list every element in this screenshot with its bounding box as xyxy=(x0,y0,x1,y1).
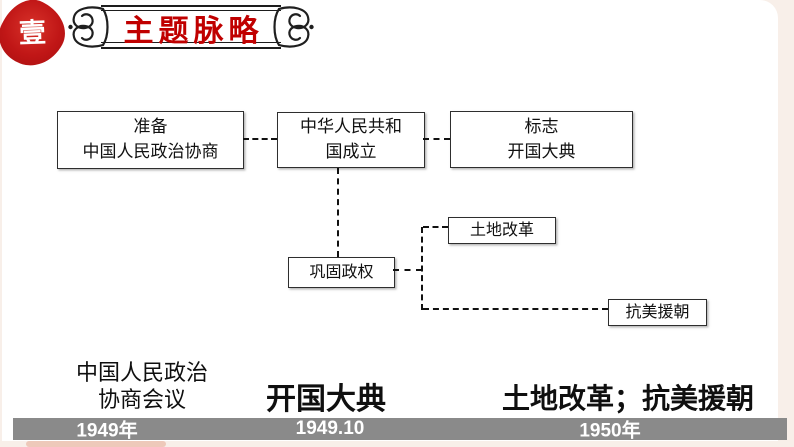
diagram-box-land-reform: 土地改革 xyxy=(448,217,556,244)
banner-line xyxy=(101,42,281,43)
slide-card xyxy=(2,0,778,441)
connector-founding-symbol xyxy=(423,138,450,140)
box-line: 中华人民共和 xyxy=(300,117,402,137)
banner-line xyxy=(101,47,281,49)
background-accent xyxy=(26,441,166,447)
scroll-ornament-right-icon xyxy=(273,6,314,48)
timeline-year-1949-10: 1949.10 xyxy=(295,418,365,439)
connector-branch-vertical xyxy=(421,227,423,310)
page-title: 主题脉略 xyxy=(123,15,264,48)
connector-prep-founding xyxy=(243,138,277,140)
diagram-box-preparation: 准备 中国人民政治协商 xyxy=(57,111,244,169)
diagram-box-resist-us-aid-korea: 抗美援朝 xyxy=(608,299,707,326)
timeline-label-cppcc: 中国人民政治 协商会议 xyxy=(76,360,208,414)
timeline-label-line: 协商会议 xyxy=(97,386,187,412)
box-line: 国成立 xyxy=(325,142,377,161)
timeline-label-land-reform-korea: 土地改革；抗美援朝 xyxy=(501,384,755,415)
connector-consolidate-branch xyxy=(393,269,422,271)
box-line: 抗美援朝 xyxy=(625,303,690,321)
connector-founding-consolidate xyxy=(337,168,339,257)
box-line: 巩固政权 xyxy=(309,263,374,281)
timeline-year-1950: 1950年 xyxy=(579,420,641,442)
banner-line xyxy=(101,5,281,7)
diagram-box-consolidate-power: 巩固政权 xyxy=(288,257,395,288)
timeline-label-line: 中国人民政治 xyxy=(75,360,209,385)
timeline-label-founding-ceremony: 开国大典 xyxy=(266,383,386,416)
banner-line xyxy=(101,10,281,11)
timeline-year-1949: 1949年 xyxy=(76,420,138,442)
timeline-year-bar: 1949年 1949.10 1950年 xyxy=(13,418,787,442)
box-line: 准备 xyxy=(133,117,168,137)
box-line: 开国大典 xyxy=(507,141,576,161)
section-seal: 壹 xyxy=(3,3,62,64)
box-line: 中国人民政治协商 xyxy=(82,142,219,161)
box-line: 土地改革 xyxy=(469,221,534,239)
scroll-ornament-left-icon xyxy=(68,6,109,48)
diagram-box-symbol: 标志 开国大典 xyxy=(450,111,633,168)
title-banner: 主题脉略 xyxy=(67,1,315,53)
section-number: 壹 xyxy=(18,17,47,49)
box-line: 标志 xyxy=(524,116,559,136)
diagram-box-founding: 中华人民共和 国成立 xyxy=(277,112,425,168)
connector-branch-korea xyxy=(423,308,608,310)
connector-branch-land-reform xyxy=(423,226,448,228)
